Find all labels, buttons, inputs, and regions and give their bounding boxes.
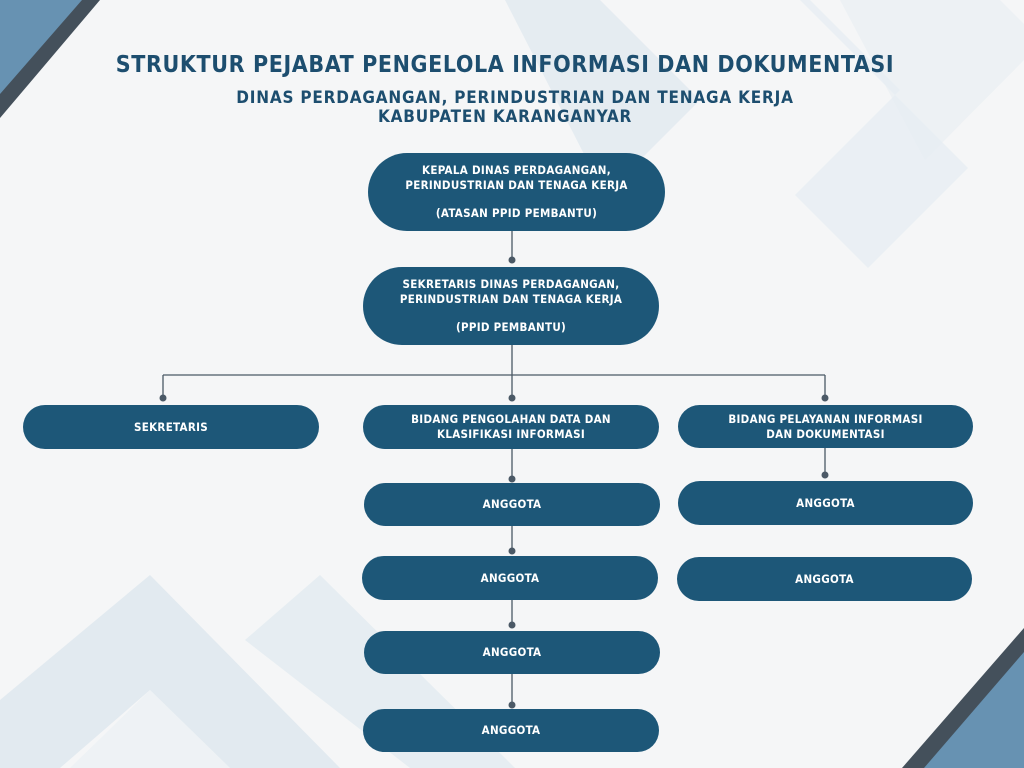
page-title: STRUKTUR PEJABAT PENGELOLA INFORMASI DAN… [115,52,895,78]
connector-dot [159,394,167,402]
chevron-shape-top-right-3 [840,0,1024,160]
node-anggota-label: ANGGOTA [481,723,541,738]
node-sekretaris-dinas-line2: PERINDUSTRIAN DAN TENAGA KERJA [399,292,623,307]
corner-shape-top-left-blue [0,0,82,94]
connector-dot [821,394,829,402]
node-anggota-label: ANGGOTA [796,495,855,510]
node-bidang-pengolahan-data-line1: BIDANG PENGOLAHAN DATA DAN [411,412,611,427]
node-anggota-pelayanan-2: ANGGOTA [677,557,972,601]
connector-dot [508,547,516,555]
node-kepala-dinas: KEPALA DINAS PERDAGANGAN, PERINDUSTRIAN … [368,153,665,231]
chevron-shape-top-right-2 [700,0,968,268]
node-bidang-pengolahan-data-line2: KLASIFIKASI INFORMASI [437,427,585,441]
connector-dot [508,701,516,709]
node-bidang-pelayanan-informasi-line2: DAN DOKUMENTASI [766,426,885,441]
chevron-shape-bottom-left-3 [70,690,230,768]
page-subtitle-region: KABUPATEN KARANGANYAR [377,107,633,127]
page-subtitle-agency: DINAS PERDAGANGAN, PERINDUSTRIAN DAN TEN… [236,88,794,108]
node-sekretaris: SEKRETARIS [23,405,319,449]
node-sekretaris-dinas-role: (PPID PEMBANTU) [455,319,567,334]
node-anggota-data-4: ANGGOTA [363,709,659,752]
node-anggota-data-2: ANGGOTA [362,556,658,600]
node-anggota-label: ANGGOTA [482,645,542,660]
node-bidang-pelayanan-informasi: BIDANG PELAYANAN INFORMASI DAN DOKUMENTA… [678,405,973,448]
node-anggota-data-1: ANGGOTA [364,483,660,526]
corner-shape-bottom-right-blue [924,652,1024,768]
connector-dot [508,394,516,402]
chevron-shape-top-right [505,0,700,195]
connector-dot [508,256,516,264]
connector-dot [508,475,516,483]
node-anggota-data-3: ANGGOTA [364,631,660,674]
node-kepala-dinas-line1: KEPALA DINAS PERDAGANGAN, [422,163,611,178]
node-sekretaris-label: SEKRETARIS [133,419,209,434]
connector-dot [508,621,516,629]
node-kepala-dinas-role: (ATASAN PPID PEMBANTU) [435,205,598,220]
node-anggota-label: ANGGOTA [482,497,542,512]
node-anggota-label: ANGGOTA [480,570,540,585]
node-kepala-dinas-line2: PERINDUSTRIAN DAN TENAGA KERJA [405,178,628,193]
node-sekretaris-dinas: SEKRETARIS DINAS PERDAGANGAN, PERINDUSTR… [363,267,659,345]
chevron-shape-bottom-left [0,575,340,768]
node-bidang-pengolahan-data: BIDANG PENGOLAHAN DATA DAN KLASIFIKASI I… [363,405,659,449]
node-anggota-pelayanan-1: ANGGOTA [678,481,973,525]
node-sekretaris-dinas-line1: SEKRETARIS DINAS PERDAGANGAN, [402,277,620,292]
connector-dot [821,471,829,479]
node-bidang-pelayanan-informasi-line1: BIDANG PELAYANAN INFORMASI [728,411,923,426]
node-anggota-label: ANGGOTA [795,571,854,586]
